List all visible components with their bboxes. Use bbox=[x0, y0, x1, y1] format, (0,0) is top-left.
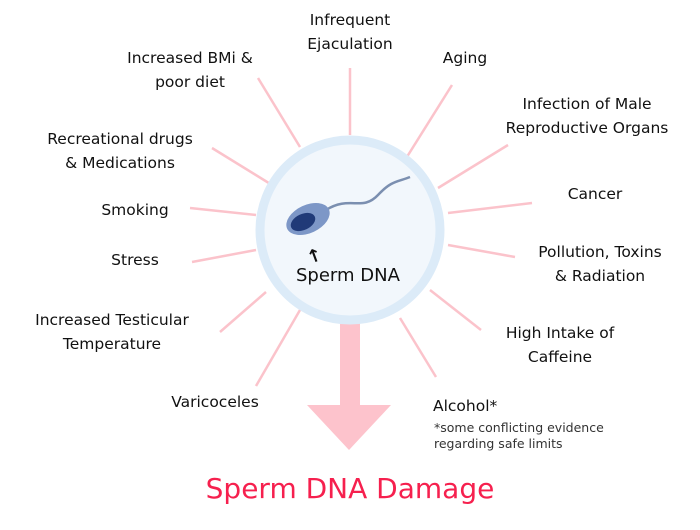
factor-cancer: Cancer bbox=[555, 182, 635, 206]
spoke-caffeine bbox=[429, 289, 482, 331]
factor-line: Cancer bbox=[567, 185, 623, 203]
factor-line: Reproductive Organs bbox=[505, 119, 669, 137]
spoke-bmi bbox=[256, 77, 302, 148]
factor-line: Recreational drugs bbox=[47, 130, 193, 148]
spoke-drugs bbox=[211, 146, 273, 187]
spoke-smoking bbox=[189, 206, 257, 217]
factor-line: Increased Testicular bbox=[35, 311, 189, 329]
factor-line: Ejaculation bbox=[307, 35, 393, 53]
factor-line: Stress bbox=[111, 251, 159, 269]
factor-stress: Stress bbox=[100, 248, 170, 272]
factor-line: Smoking bbox=[101, 201, 169, 219]
factor-varicoceles: Varicoceles bbox=[160, 390, 270, 414]
factor-drugs: Recreational drugs & Medications bbox=[30, 127, 210, 175]
spoke-stress bbox=[191, 248, 257, 264]
factor-alcohol: Alcohol* bbox=[433, 394, 497, 418]
factor-line: & Medications bbox=[65, 154, 175, 172]
spoke-alcohol bbox=[398, 317, 438, 378]
factor-caffeine: High Intake of Caffeine bbox=[490, 321, 630, 369]
footnote-line: regarding safe limits bbox=[434, 436, 563, 451]
factor-line: Infection of Male bbox=[522, 95, 652, 113]
factor-aging: Aging bbox=[430, 46, 500, 70]
factor-line: Alcohol* bbox=[433, 397, 498, 415]
factor-line: Caffeine bbox=[527, 348, 593, 366]
factor-pollution: Pollution, Toxins & Radiation bbox=[525, 240, 675, 288]
outcome-title: Sperm DNA Damage bbox=[205, 472, 495, 505]
factor-line: Infrequent bbox=[309, 11, 391, 29]
sperm-icon bbox=[286, 175, 411, 235]
spoke-pollution bbox=[447, 243, 516, 259]
factor-line: & Radiation bbox=[554, 267, 646, 285]
factor-bmi: Increased BMi & poor diet bbox=[115, 46, 265, 94]
spoke-cancer bbox=[447, 201, 533, 215]
factor-line: Increased BMi & bbox=[127, 49, 253, 67]
spoke-infection bbox=[437, 143, 509, 190]
factor-line: Varicoceles bbox=[171, 393, 259, 411]
spoke-aging bbox=[403, 84, 454, 161]
footnote-line: *some conflicting evidence bbox=[434, 420, 604, 435]
factor-smoking: Smoking bbox=[95, 198, 175, 222]
factor-line: Temperature bbox=[62, 335, 162, 353]
center-label: Sperm DNA bbox=[296, 265, 400, 286]
center-circle bbox=[255, 135, 445, 325]
factor-line: Aging bbox=[442, 49, 488, 67]
factor-line: poor diet bbox=[155, 73, 225, 91]
factor-line: High Intake of bbox=[505, 324, 615, 342]
spoke-testicular bbox=[219, 291, 267, 333]
down-arrow bbox=[307, 322, 391, 450]
factor-line: Pollution, Toxins bbox=[538, 243, 662, 261]
spoke-varicoceles bbox=[254, 309, 302, 387]
